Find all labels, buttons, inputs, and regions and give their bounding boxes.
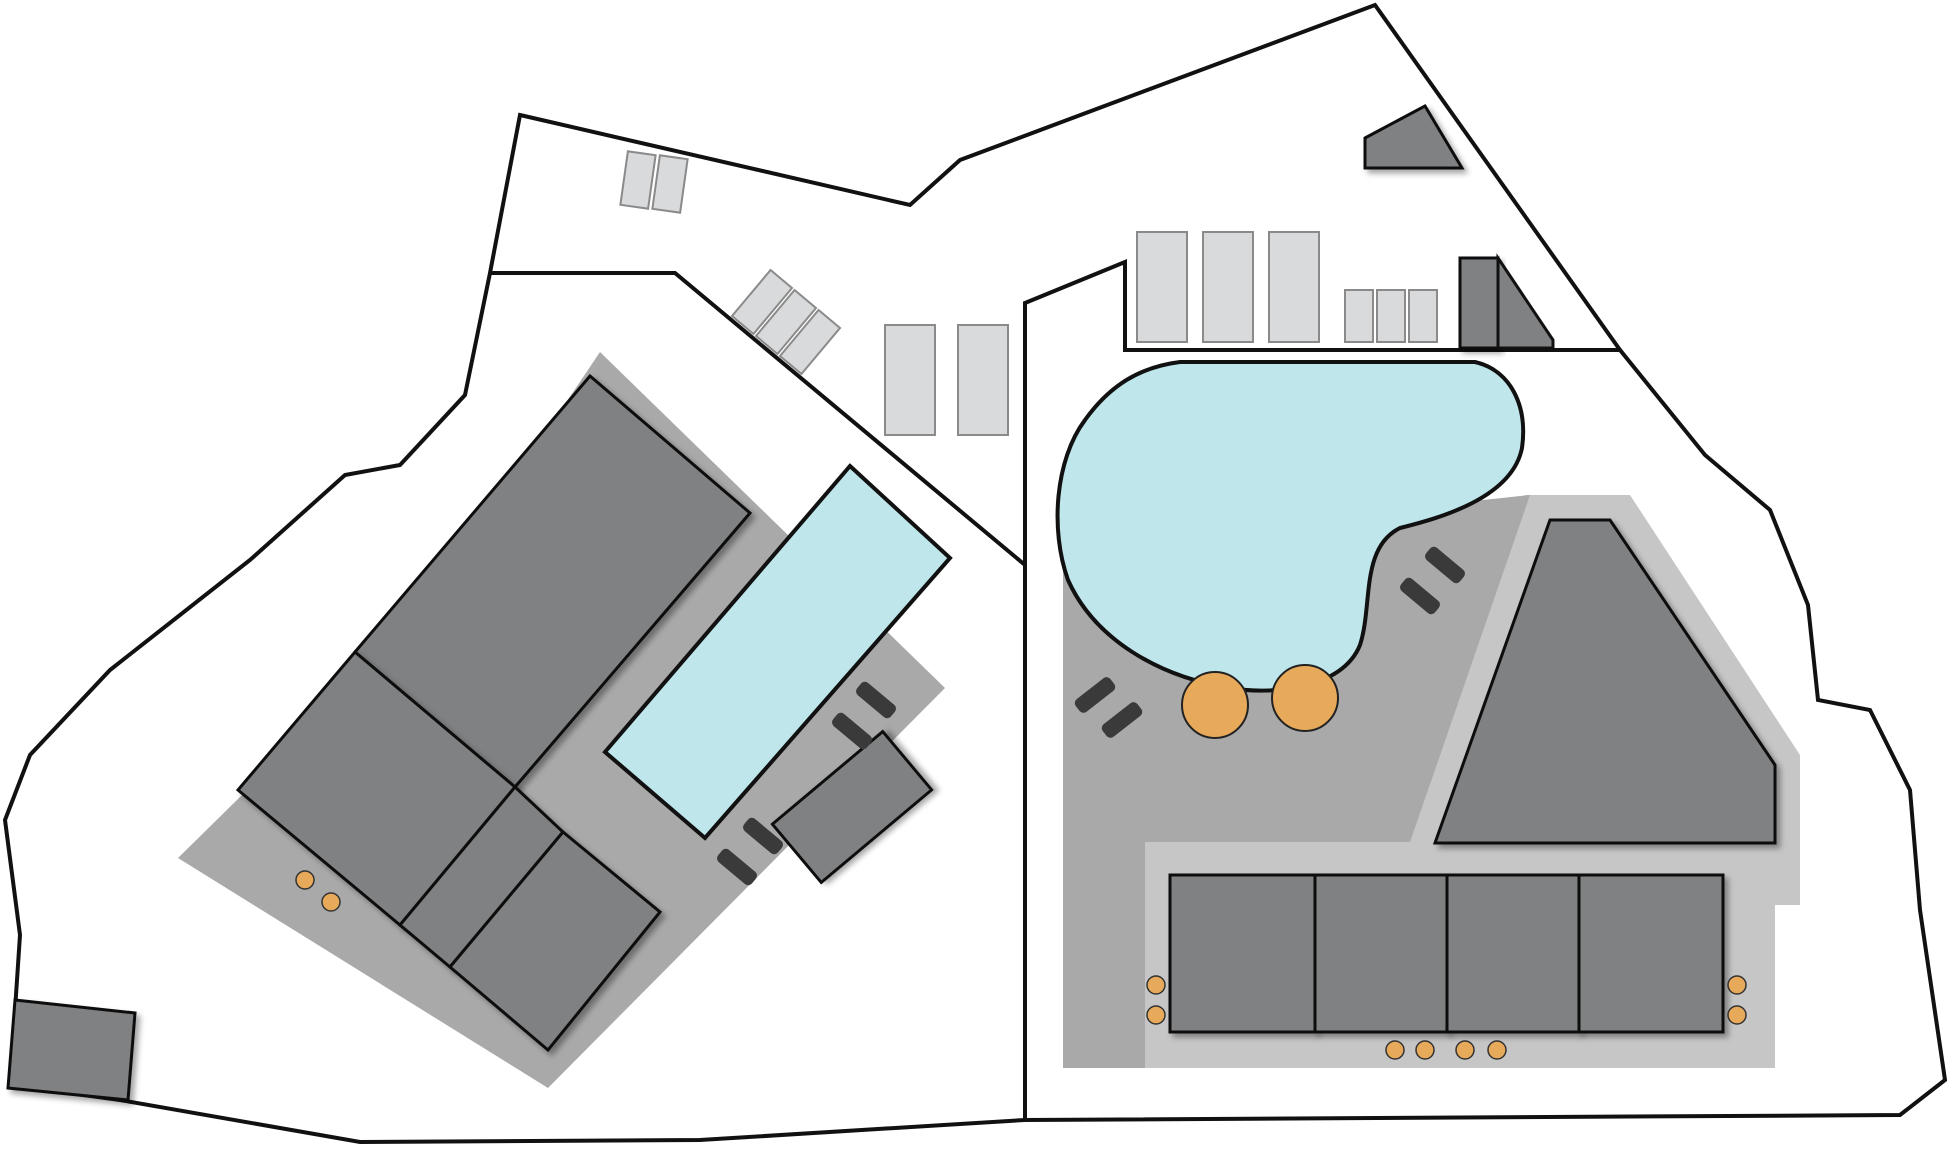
villa-east-complex <box>1055 104 1800 1068</box>
villa-west-complex <box>178 352 953 1088</box>
round-table <box>1181 671 1249 739</box>
parking-west <box>619 150 1009 436</box>
building-west-wing <box>447 829 663 1053</box>
shed-corner <box>6 998 137 1102</box>
parking-east <box>1136 231 1438 343</box>
stools-west <box>295 870 341 912</box>
building-east-unit-3 <box>1445 873 1581 1034</box>
site-boundary-left-inner <box>490 271 1027 567</box>
building-east-triangle <box>1432 518 1777 845</box>
shed-north <box>1363 104 1465 170</box>
building-east-unit-1 <box>1168 873 1317 1034</box>
sunbeds-east <box>1074 546 1465 738</box>
pool-west <box>602 463 953 841</box>
building-east-unit-4 <box>1577 873 1725 1034</box>
building-east-unit-2 <box>1313 873 1449 1034</box>
shed-west <box>770 729 934 885</box>
shed-northeast-slope <box>1496 253 1555 350</box>
sunbeds-west <box>717 681 896 886</box>
stools-east <box>1146 975 1747 1060</box>
round-table <box>1271 664 1339 732</box>
shed-northeast <box>1458 256 1500 350</box>
